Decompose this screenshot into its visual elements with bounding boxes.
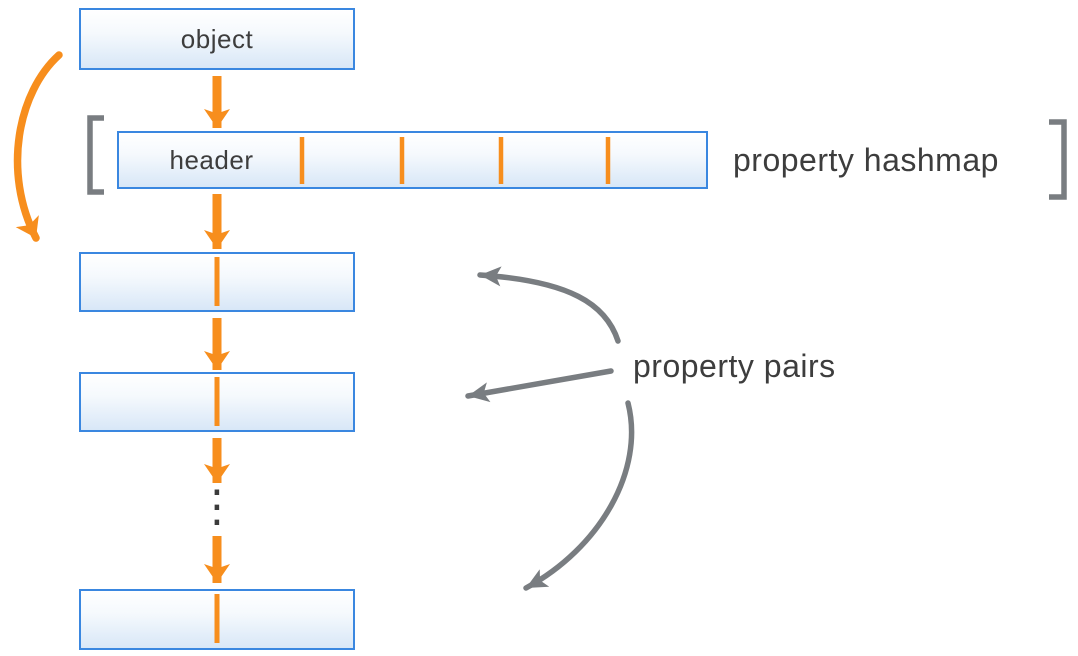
property-pair-box-2 [79,372,355,432]
property-pair-box-1 [79,252,355,312]
bracket-right [1049,119,1067,200]
bracket-left [87,115,104,195]
curved-arrow-object-to-first-pair [13,51,63,242]
object-node-box: object [79,8,355,70]
pairs-arrow-to-pair1 [477,266,621,344]
hashmap-header-box: header [117,131,708,189]
header-label: header [169,144,254,175]
header-label-cell: header [119,133,304,187]
pairs-pointer-arrows [465,266,635,591]
hashmap-annotation-label: property hashmap [733,142,999,178]
pairs-annotation-label: property pairs [633,348,836,384]
pairs-arrow-to-pair3 [523,400,635,591]
object-label: object [180,23,254,54]
vertical-ellipsis: ⋮ [195,481,239,532]
pairs-arrow-to-pair2 [465,368,614,403]
property-pair-box-3 [79,589,355,650]
